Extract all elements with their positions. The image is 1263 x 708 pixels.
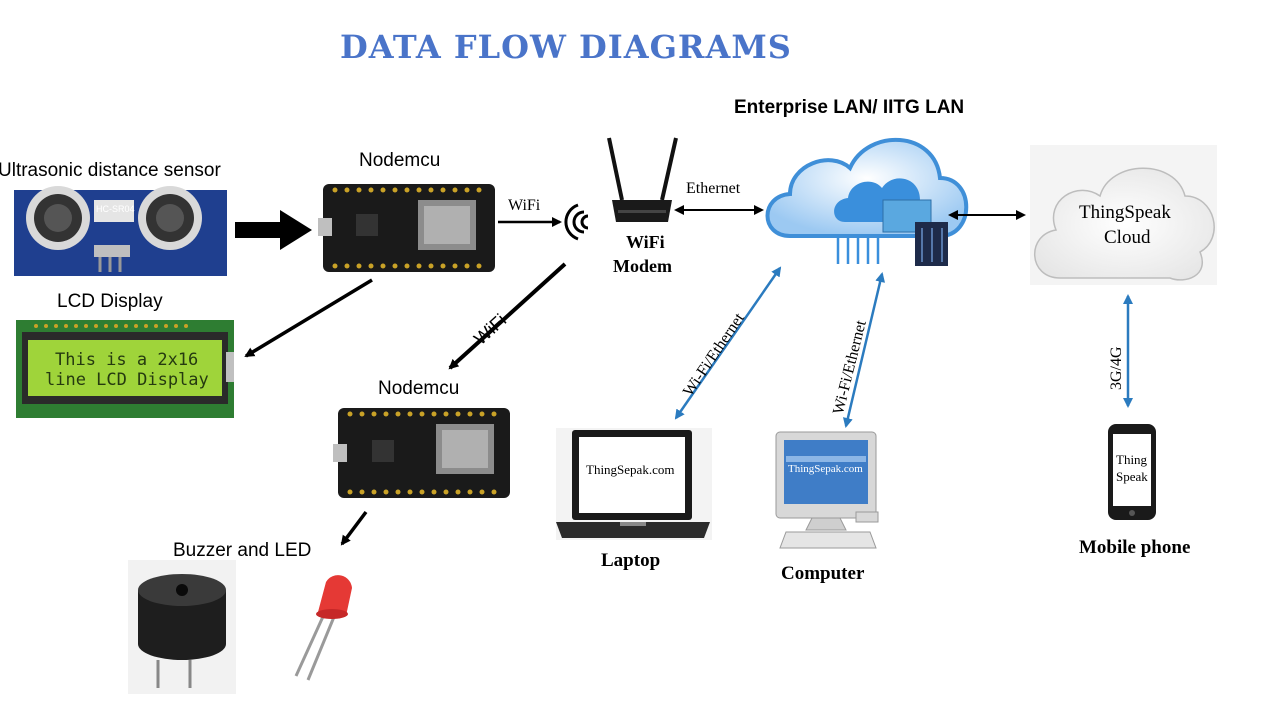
arrow-sensor-to-nodemcu (235, 210, 312, 250)
laptop-screen-text: ThingSepak.com (586, 462, 675, 477)
buzzer-image (128, 560, 236, 694)
lcd-line-2: line LCD Display (45, 370, 209, 390)
computer-screen-text: ThingSepak.com (788, 463, 863, 475)
label-laptop: Laptop (601, 550, 661, 571)
wifi-modem-image (607, 137, 678, 222)
computer-image (775, 431, 879, 549)
label-lcd-display: LCD Display (57, 291, 163, 312)
label-thingspeak-line1: ThingSpeak (1079, 202, 1171, 223)
label-nodemcu-top: Nodemcu (359, 150, 441, 171)
laptop-image (556, 428, 712, 540)
arrow-nodemcu-to-buzzer (340, 510, 368, 546)
mobile-screen-line1: Thing (1116, 452, 1148, 467)
lcd-display-image: This is a 2x16 line LCD Display (16, 320, 234, 418)
label-nodemcu-bottom: Nodemcu (378, 378, 460, 399)
label-3g4g: 3G/4G (1108, 346, 1125, 390)
label-modem-line1: WiFi (626, 232, 665, 252)
label-thingspeak-line2: Cloud (1104, 227, 1151, 248)
nodemcu-bottom-board (333, 408, 510, 498)
nodemcu-top-board (318, 184, 495, 272)
mobile-screen-line2: Speak (1116, 469, 1148, 484)
ultrasonic-sensor-image (14, 186, 227, 276)
led-image (294, 575, 352, 681)
label-ultrasonic-sensor: Ultrasonic distance sensor (0, 160, 221, 181)
sensor-chip-label: HC-SR04 (96, 204, 135, 214)
diagram-title: DATA FLOW DIAGRAMS (340, 28, 792, 66)
label-mobile-phone: Mobile phone (1079, 537, 1191, 558)
label-buzzer-led: Buzzer and LED (173, 540, 312, 561)
label-enterprise-lan: Enterprise LAN/ IITG LAN (734, 97, 965, 118)
thingspeak-cloud-image (1030, 145, 1217, 285)
label-wifi-edge: WiFi (508, 197, 541, 214)
label-modem-line2: Modem (613, 256, 672, 276)
label-computer: Computer (781, 563, 865, 584)
arrow-lan-laptop (674, 266, 782, 420)
label-ethernet: Ethernet (686, 180, 741, 197)
lcd-line-1: This is a 2x16 (55, 350, 198, 370)
wifi-signal-icon (564, 203, 589, 241)
arrow-modem-to-nodemcu2 (448, 262, 567, 370)
lan-cloud-image (765, 137, 969, 266)
arrow-nodemcu-to-lcd (244, 278, 373, 358)
mobile-phone-image (1108, 424, 1156, 520)
arrow-lan-computer (842, 272, 886, 428)
